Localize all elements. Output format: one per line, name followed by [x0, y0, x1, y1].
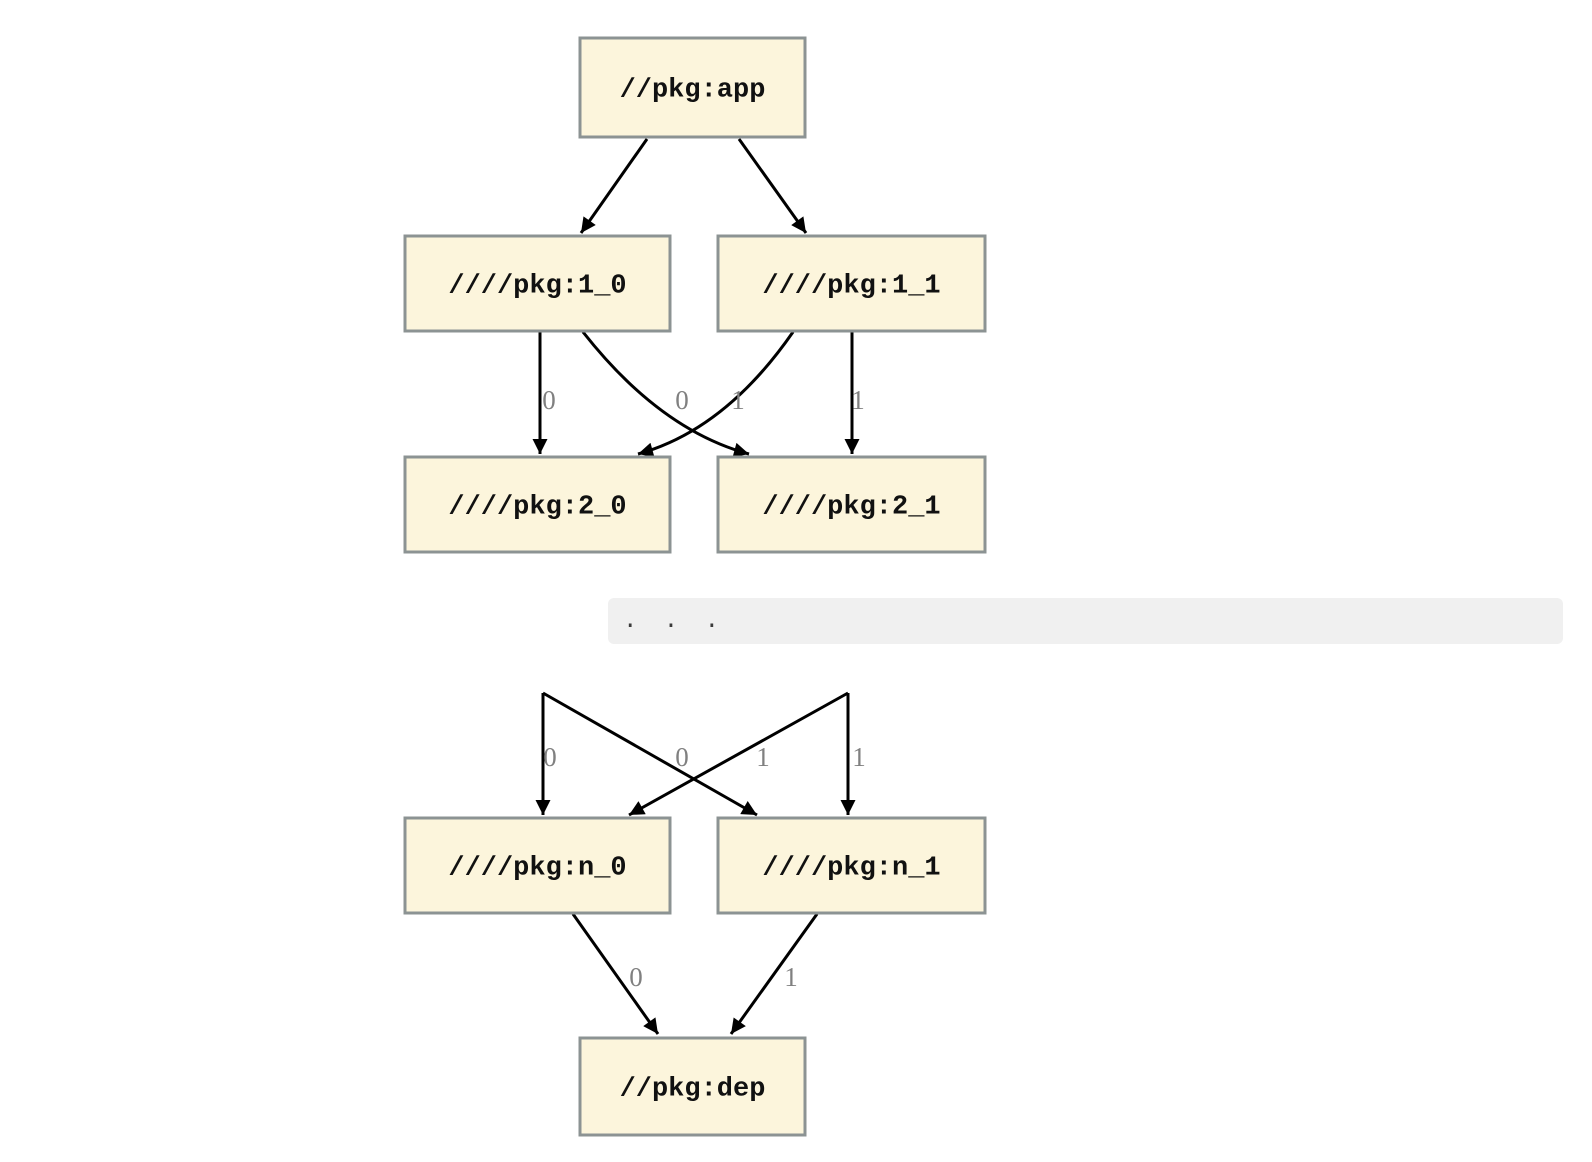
- ellipsis-separator: . . .: [608, 598, 1563, 644]
- graph-node-2_1: [716, 455, 987, 554]
- graph-node-label-2_0: ////pkg:2_0: [448, 493, 626, 523]
- graph-node-n_0: [403, 816, 672, 915]
- edge-label-...-to-n_1: 1: [756, 742, 770, 772]
- edge-label-...-to-n_0: 0: [675, 742, 689, 772]
- edge-label-1_0-to-2_1: 1: [731, 385, 745, 415]
- edge-1_0-to-2_1: [581, 331, 750, 458]
- edge-n_0-to-dep: [571, 913, 660, 1035]
- edge-labels-layer: 0 1 0 1 0 1 0 1 0 1: [542, 385, 866, 992]
- graph-node-label-1_1: ////pkg:1_1: [762, 272, 940, 302]
- edge-label-1_0-to-2_0: 0: [542, 385, 556, 415]
- edge-label-1_1-to-2_1: 1: [851, 385, 865, 415]
- edge-label-1_1-to-2_0: 0: [675, 385, 689, 415]
- edge-n_1-to-dep: [729, 913, 819, 1035]
- edge-1_1-to-2_0: [637, 331, 795, 458]
- edges-layer: [532, 138, 860, 1035]
- graph-node-2_0: [403, 455, 672, 554]
- graph-node-1_0: [403, 234, 672, 333]
- edge-label-...-to-n_0: 0: [543, 742, 557, 772]
- graph-node-n_1: [716, 816, 987, 915]
- graph-node-label-n_0: ////pkg:n_0: [448, 854, 626, 884]
- edge-label-n_0-to-dep: 0: [629, 962, 643, 992]
- ellipsis-text: . . .: [623, 607, 726, 635]
- graph-node-label-2_1: ////pkg:2_1: [762, 493, 940, 523]
- edge-label-n_1-to-dep: 1: [784, 962, 798, 992]
- edge-app-to-1_0: [579, 138, 649, 234]
- nodes-layer: //pkg:app ////pkg:1_0 ////pkg:1_1 ////pkg:2…: [403, 36, 987, 1137]
- graph-node-label-dep: //pkg:dep: [620, 1075, 766, 1105]
- edge-...-to-n_0: [628, 691, 849, 817]
- graph-node-dep: [578, 1036, 807, 1137]
- edge-label-...-to-n_1: 1: [852, 742, 866, 772]
- graph-node-label-n_1: ////pkg:n_1: [762, 854, 940, 884]
- graph-node-1_1: [716, 234, 987, 333]
- graph-node-label-1_0: ////pkg:1_0: [448, 272, 626, 302]
- graph-node-app: [578, 36, 807, 139]
- edge-app-to-1_1: [737, 138, 808, 234]
- edge-...-to-n_1: [542, 691, 758, 817]
- graph-node-label-app: //pkg:app: [620, 76, 766, 106]
